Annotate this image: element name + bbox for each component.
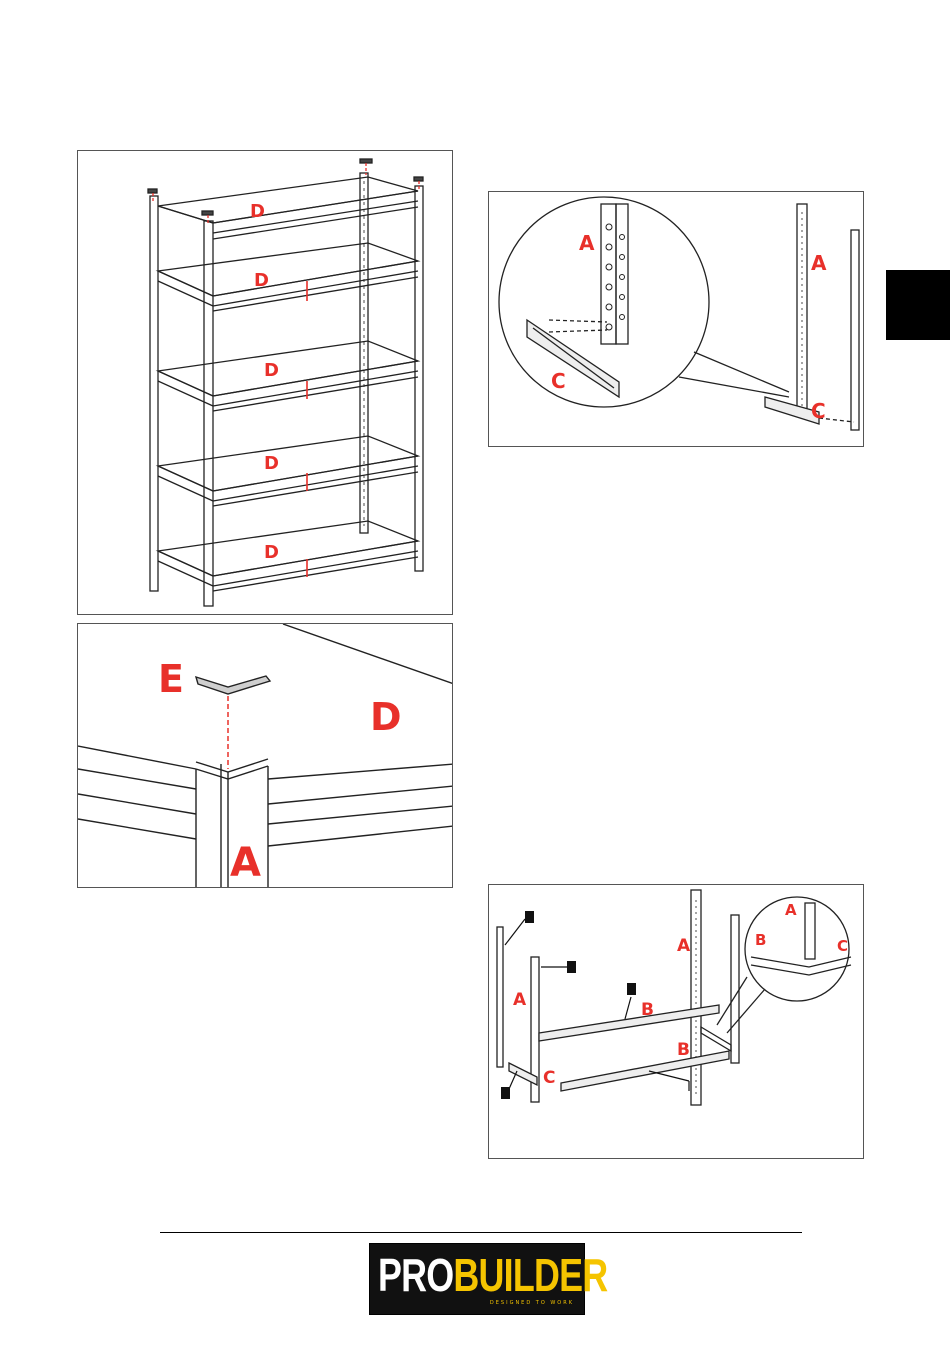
beam-b-label-upper: B (641, 1000, 654, 1020)
beam-b-label-lower: B (677, 1040, 690, 1060)
shelf-label-top: D (250, 201, 265, 222)
cap-label: E (158, 657, 184, 701)
logo-tagline: DESIGNED TO WORK (490, 1300, 574, 1306)
shelf-4 (158, 436, 418, 491)
upright-label-detail: A (230, 840, 261, 886)
upright-back-left (150, 196, 158, 591)
probuilder-logo: PROBUILDER DESIGNED TO WORK (369, 1243, 585, 1315)
shelf-label-detail: D (370, 695, 402, 739)
upright-label-right: A (811, 251, 827, 275)
figure-corner-cap-detail: E D A (77, 623, 453, 888)
shelf-5 (158, 521, 418, 576)
upright-label-back: A (677, 936, 691, 956)
shelf-label-4: D (264, 453, 279, 474)
upright-label-zoom-inset: A (785, 901, 797, 919)
beam-c-label-right: C (811, 399, 826, 423)
logo-wordmark: PROBUILDER (378, 1250, 607, 1300)
section-tab-marker (886, 270, 950, 340)
shelf-label-2: D (254, 270, 269, 291)
beam-b-label-zoom: B (755, 931, 766, 949)
shelf-label-5: D (264, 542, 279, 563)
figure-full-shelving-unit: D D D D D (77, 150, 453, 615)
footer-rule (160, 1232, 802, 1233)
beam-c-label-zoom: C (551, 369, 566, 393)
shelving-unit-drawing: D D D D D (78, 151, 453, 615)
upright-label-left: A (513, 990, 527, 1010)
upright-beam-drawing: A C A C (489, 192, 864, 447)
shelf-3 (158, 341, 418, 396)
corner-cap-drawing: E D A (78, 624, 453, 888)
upright-front-right (415, 186, 423, 571)
shelf-label-3: D (264, 360, 279, 381)
beam-c-label-zoom-inset: C (837, 937, 848, 955)
figure-frame-assembly: A A B B C A B C (488, 884, 864, 1159)
figure-upright-beam-connection: A C A C (488, 191, 864, 447)
shelf-top (158, 177, 418, 223)
logo-builder: BUILDER (453, 1249, 607, 1301)
beam-c-label-left: C (543, 1068, 555, 1088)
upright-label-zoom: A (579, 231, 595, 255)
logo-pro: PRO (378, 1249, 453, 1301)
upright-back-right (360, 173, 368, 533)
upright-front-left (204, 221, 213, 606)
frame-assembly-drawing: A A B B C A B C (489, 885, 864, 1159)
